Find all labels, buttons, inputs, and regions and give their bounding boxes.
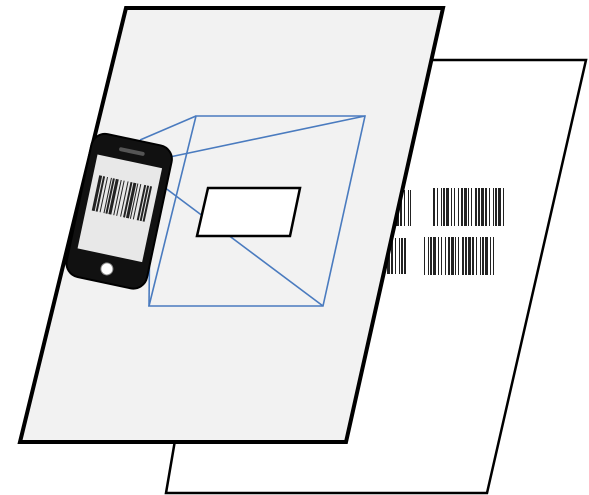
barcode-4-bar (424, 237, 425, 275)
barcode-4-bar (438, 237, 439, 275)
phone-barcode-bar (99, 176, 109, 213)
barcode-4-bar (445, 237, 446, 275)
phone-barcode-bar (105, 178, 115, 214)
phone-barcode-bar (91, 175, 103, 212)
projection-ray-top-left (139, 115, 197, 141)
phone-barcode-bar (113, 179, 122, 216)
barcode-4-bar (472, 237, 474, 275)
barcode-2-bar (489, 188, 490, 226)
barcode-2-bar (475, 188, 477, 226)
barcode-2-bar (433, 188, 435, 226)
barcode-4-bar (458, 237, 459, 275)
barcode-4-bar (468, 237, 471, 275)
barcode-4-bar (430, 237, 432, 275)
barcode-4-bar (490, 237, 491, 275)
phone-barcode-bar (132, 184, 142, 220)
barcode-2-bar (503, 188, 504, 226)
barcode-2-bar (451, 188, 452, 226)
barcode-2-bar (446, 188, 449, 226)
barcode-1-bar (410, 190, 411, 226)
barcode-3-bar (404, 238, 406, 274)
projection-ray-top-right (164, 115, 366, 159)
barcode-4-bar (428, 237, 429, 275)
barcode-1-bar (408, 190, 409, 226)
phone-screen-barcode (91, 175, 153, 222)
phone-barcode-bar (136, 184, 147, 221)
barcode-2-bar (441, 188, 442, 226)
scan-target-rectangle (195, 186, 302, 238)
barcode-4-bar (476, 237, 477, 275)
barcode-4-bar (462, 237, 464, 275)
phone-speaker (119, 147, 145, 156)
barcode-2-bar (498, 188, 501, 226)
phone-barcode-bar (116, 180, 125, 216)
barcode-2-bar (478, 188, 480, 226)
projection-ray-bottom-right (159, 183, 324, 307)
phone-home-button (100, 262, 114, 276)
barcode-1-bar (404, 190, 405, 226)
phone-barcode-bar (142, 186, 153, 222)
barcode-4-bar (455, 237, 456, 275)
phone-barcode-bar (103, 177, 112, 214)
barcode-2-bar (454, 188, 455, 226)
barcode-3-bar (401, 238, 403, 274)
barcode-2-bar (468, 188, 469, 226)
printed-barcodes (387, 188, 504, 275)
barcode-2-bar (464, 188, 467, 226)
barcode-3-bar (395, 238, 396, 274)
barcode-4-bar (448, 237, 450, 275)
barcode-2-bar (461, 188, 463, 226)
barcode-2-bar (437, 188, 438, 226)
phone-barcode-bar (120, 181, 129, 217)
barcode-2-bar (481, 188, 484, 226)
barcode-4-bar (433, 237, 436, 275)
barcode-2-bar (493, 188, 494, 226)
smartphone-icon (65, 132, 173, 290)
phone-barcode-bar (129, 183, 139, 219)
barcode-4-bar (493, 237, 494, 275)
barcode-4-bar (485, 237, 488, 275)
barcode-4-bar (480, 237, 481, 275)
barcode-4-bar (465, 237, 467, 275)
phone-barcode-bar (123, 181, 133, 218)
phone-barcode-bar (108, 178, 119, 215)
barcode-4-bar (451, 237, 454, 275)
barcode-4-bar (441, 237, 442, 275)
barcode-2-bar (495, 188, 497, 226)
barcode-2-bar (471, 188, 472, 226)
barcode-3-bar (391, 238, 393, 274)
barcode-2-bar (443, 188, 445, 226)
barcode-4-bar (482, 237, 484, 275)
barcode-2-bar (485, 188, 487, 226)
camera-projection-lines (139, 115, 366, 307)
barcode-1-bar (400, 190, 402, 226)
barcode-2-bar (458, 188, 459, 226)
phone-barcode-bar (139, 185, 150, 222)
barcode-3-bar (399, 238, 400, 274)
phone-barcode-bar (95, 176, 106, 212)
phone-barcode-bar (125, 182, 137, 219)
